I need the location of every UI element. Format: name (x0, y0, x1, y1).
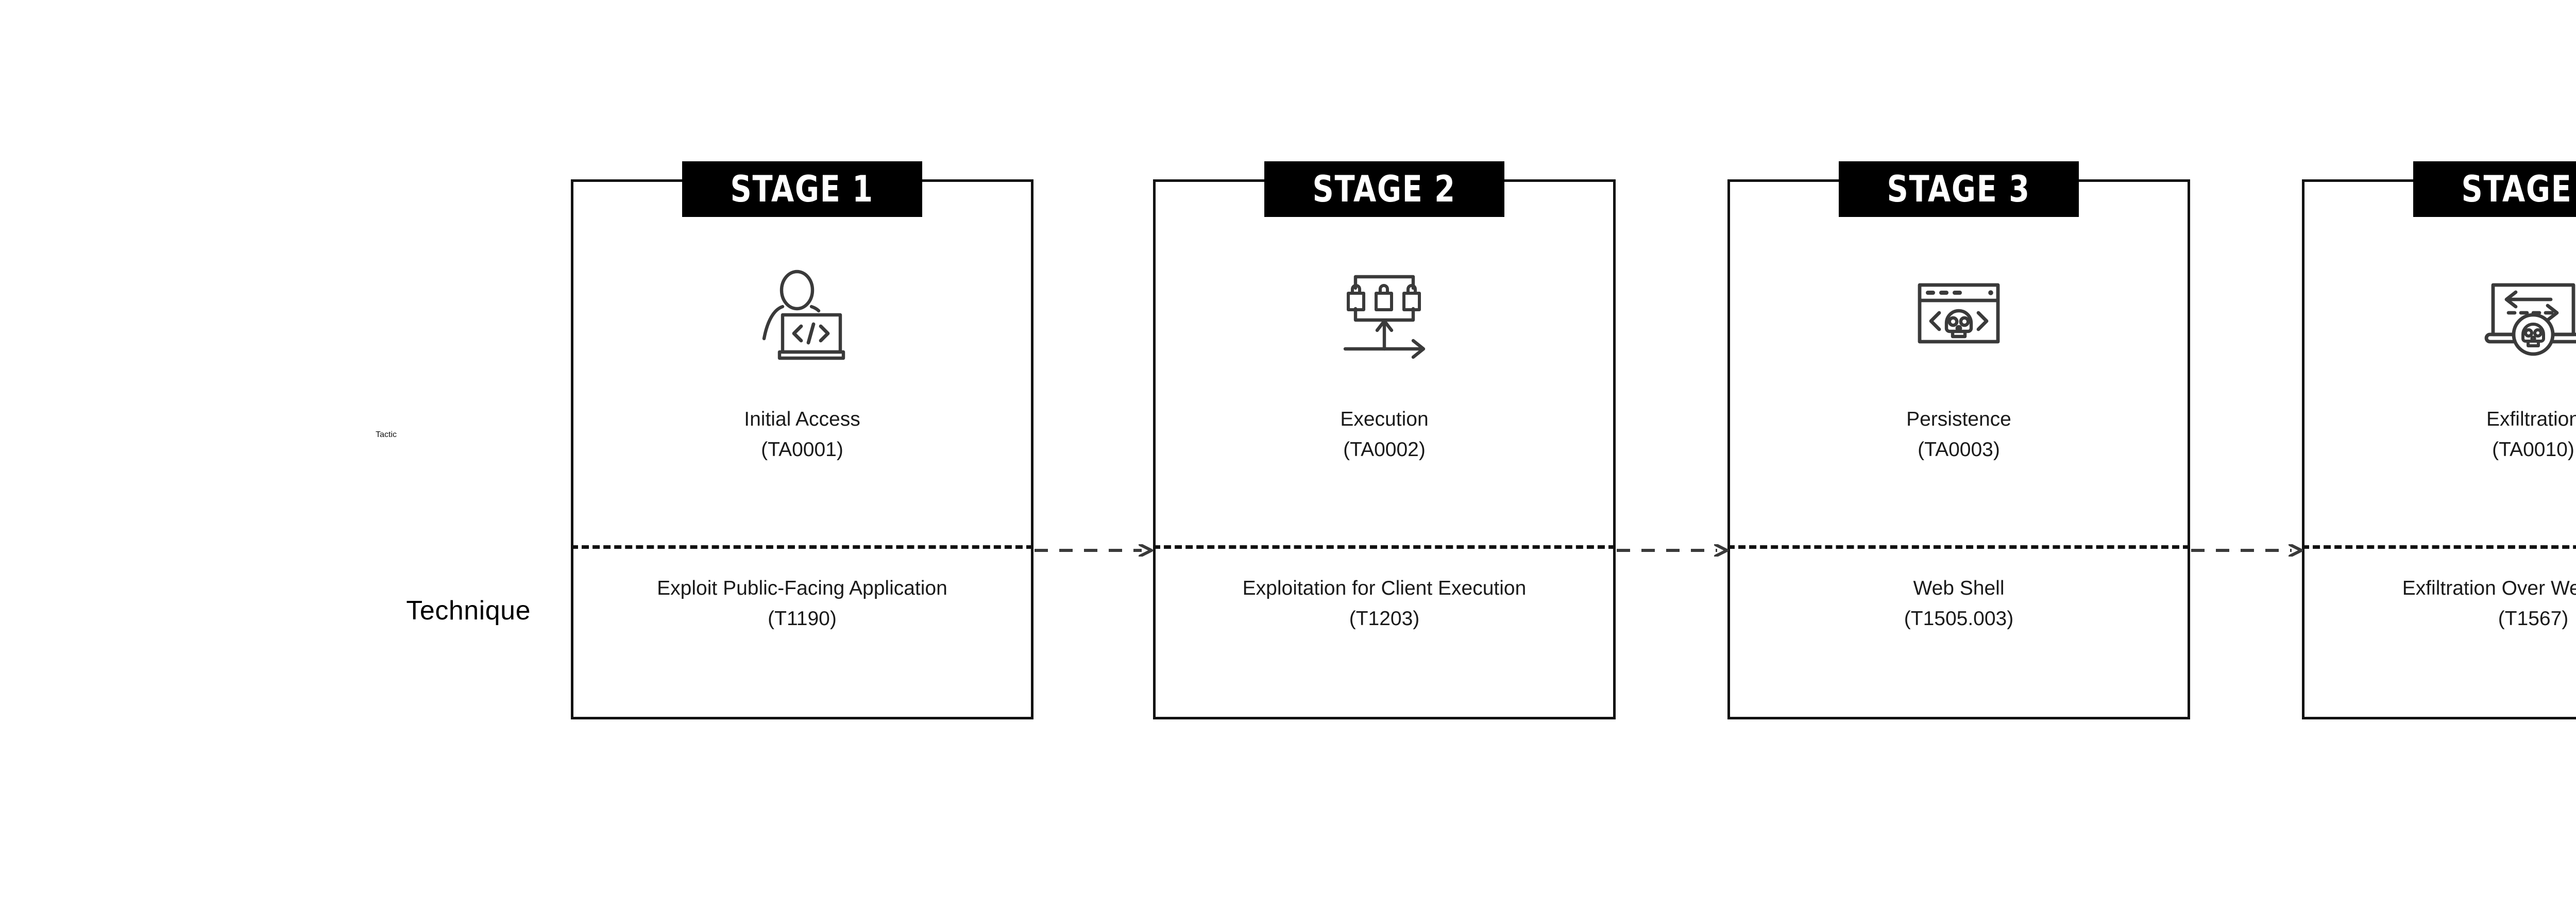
technique-id-2: (T1203) (1349, 607, 1420, 630)
browser-skull-webshell-icon (1730, 240, 2188, 384)
row-label-tactic-text: Tactic (376, 430, 397, 439)
monitor-skull-exfiltration-icon (2304, 240, 2576, 384)
tactic-name-4: Exfiltration (2486, 408, 2576, 430)
stage-box-4[interactable]: STAGE 4 Exfiltration (2302, 161, 2576, 719)
stage-badge-label-2: STAGE 2 (1312, 168, 1456, 210)
technique-name-2: Exploitation for Client Execution (1242, 577, 1527, 599)
stage-badge-1: STAGE 1 (682, 161, 922, 217)
technique-id-3: (T1505.003) (1904, 607, 2014, 630)
technique-name-1: Exploit Public-Facing Application (657, 577, 947, 599)
stage-badge-4: STAGE 4 (2413, 161, 2576, 217)
stage-divider-2 (1153, 545, 1616, 549)
tactic-cell-3: Persistence (TA0003) (1730, 405, 2188, 465)
stage-badge-3: STAGE 3 (1839, 161, 2079, 217)
stage-badge-2: STAGE 2 (1264, 161, 1504, 217)
tactic-id-3: (TA0003) (1918, 438, 2000, 461)
technique-cell-2: Exploitation for Client Execution (T1203… (1156, 574, 1613, 634)
technique-id-1: (T1190) (768, 607, 837, 630)
stage-divider-1 (571, 545, 1033, 549)
row-label-tactic: Tactic (0, 0, 397, 904)
tactic-id-2: (TA0002) (1343, 438, 1426, 461)
stage-box-1[interactable]: STAGE 1 Initial Access (TA0001) Exploit (571, 161, 1033, 719)
tactic-name-2: Execution (1340, 408, 1429, 430)
stage-badge-label-4: STAGE 4 (2461, 168, 2576, 210)
stage-divider-3 (1727, 545, 2190, 549)
tactic-id-1: (TA0001) (761, 438, 843, 461)
technique-name-4: Exfiltration Over Web Service (2402, 577, 2576, 599)
stage-badge-label-1: STAGE 1 (730, 168, 874, 210)
tactic-cell-2: Execution (TA0002) (1156, 405, 1613, 465)
technique-id-4: (T1567) (2498, 607, 2569, 630)
stage-box-2[interactable]: STAGE 2 Execution (1153, 161, 1616, 719)
connector-stage1-stage2 (1035, 544, 1153, 557)
connector-stage3-stage4 (2191, 544, 2303, 557)
stage-badge-label-3: STAGE 3 (1887, 168, 2031, 210)
technique-name-3: Web Shell (1913, 577, 2005, 599)
tactic-name-3: Persistence (1906, 408, 2011, 430)
tactic-id-4: (TA0010) (2492, 438, 2574, 461)
stage-box-3[interactable]: STAGE 3 (1727, 161, 2190, 719)
tactic-cell-4: Exfiltration (TA0010) (2304, 405, 2576, 465)
padlocks-arrow-execution-icon (1156, 240, 1613, 384)
technique-cell-1: Exploit Public-Facing Application (T1190… (573, 574, 1031, 634)
tactic-name-1: Initial Access (744, 408, 860, 430)
row-label-technique: Technique (406, 596, 531, 626)
technique-cell-3: Web Shell (T1505.003) (1730, 574, 2188, 634)
connector-stage2-stage3 (1617, 544, 1728, 557)
person-at-laptop-code-icon (573, 240, 1031, 384)
tactic-cell-1: Initial Access (TA0001) (573, 405, 1031, 465)
stage-divider-4 (2302, 545, 2576, 549)
technique-cell-4: Exfiltration Over Web Service (T1567) (2304, 574, 2576, 634)
